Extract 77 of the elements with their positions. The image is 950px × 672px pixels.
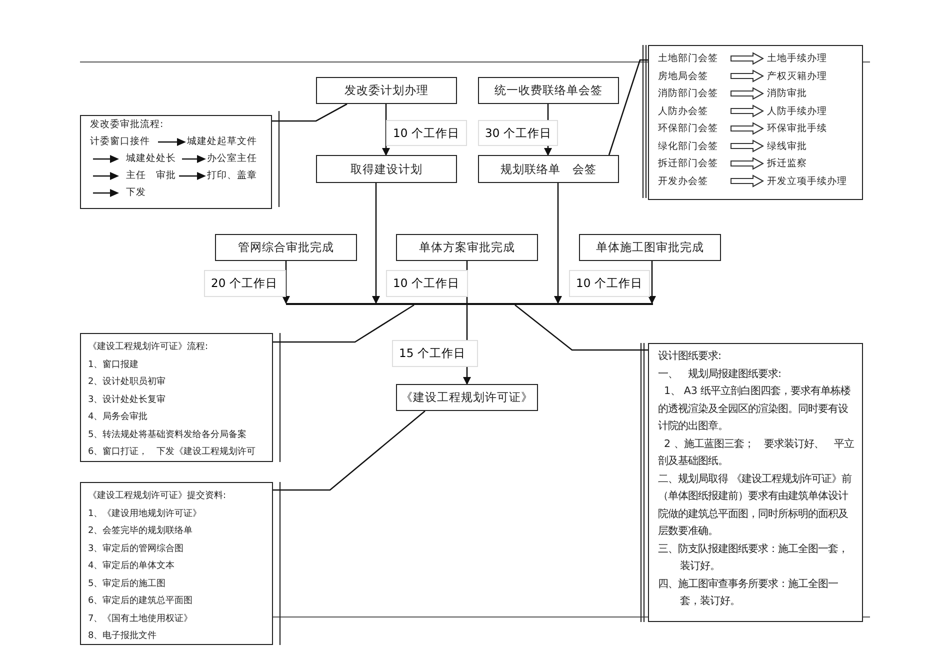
note-text: 消防部门会签 bbox=[658, 87, 718, 100]
note-text: 土地手续办理 bbox=[767, 52, 827, 65]
note-text: 主任 审批 bbox=[126, 169, 176, 182]
process-box: 统一收费联络单会签 bbox=[478, 77, 619, 104]
process-box: 规划联络单 会签 bbox=[478, 155, 619, 183]
process-box: 发改委计划办理 bbox=[316, 77, 457, 104]
note-text: 绿化部门会签 bbox=[658, 140, 718, 152]
note-text: 3、设计处处长复审 bbox=[88, 394, 167, 406]
note-text: 开发办会签 bbox=[658, 174, 708, 188]
note-text: 5、审定后的施工图 bbox=[88, 578, 167, 590]
note-text: 8、电子报批文件 bbox=[88, 630, 158, 643]
note-text: 一、 规划局报建图纸要求: bbox=[658, 366, 782, 382]
arrow bbox=[554, 183, 562, 304]
note-text: 5、转法规处将基础资料发给各分局备案 bbox=[88, 428, 248, 442]
note-text: 打印、盖章 bbox=[207, 169, 257, 182]
note-text: 6、审定后的建筑总平面图 bbox=[88, 594, 194, 608]
edge-label: 30 个工作日 bbox=[478, 120, 558, 146]
note-text: 下发 bbox=[126, 186, 146, 199]
note-text: 人防手续办理 bbox=[767, 104, 827, 118]
note-text: 1、《建设用地规划许可证》 bbox=[88, 508, 203, 520]
note-text: 土地部门会签 bbox=[658, 52, 718, 65]
note-text: 2 、施工蓝图三套； 要求装订好、 平立剖及基础图纸。 bbox=[658, 436, 854, 469]
arrow bbox=[372, 183, 380, 304]
note-text: 产权灭籍办理 bbox=[767, 70, 827, 82]
note-text: 4、局务会审批 bbox=[88, 410, 149, 424]
note-text: 环保审批手续 bbox=[767, 122, 827, 135]
leader-line bbox=[608, 59, 648, 156]
leader-line bbox=[273, 304, 414, 343]
note-text: 发改委审批流程: bbox=[90, 118, 164, 131]
process-box: 单体施工图审批完成 bbox=[579, 234, 721, 261]
note-text: 《建设工程规划许可证》流程: bbox=[88, 340, 210, 354]
note-text: 四、施工图审查事务所要求：施工全图一套，装订好。 bbox=[658, 576, 839, 609]
note-text: 人防办会签 bbox=[658, 104, 708, 118]
note-box bbox=[648, 343, 863, 622]
arrow bbox=[648, 261, 656, 304]
edge-label: 15 个工作日 bbox=[392, 340, 478, 367]
process-box: 取得建设计划 bbox=[316, 155, 457, 183]
leader-line bbox=[514, 304, 648, 351]
arrow bbox=[282, 261, 290, 304]
note-text: 2、设计处职员初审 bbox=[88, 376, 167, 389]
note-text: 设计图纸要求: bbox=[658, 349, 722, 364]
note-text: 2、会签完毕的规划联络单 bbox=[88, 524, 194, 538]
edge-label: 10 个工作日 bbox=[569, 270, 650, 297]
note-text: 办公室主任 bbox=[207, 152, 257, 165]
note-text: 环保部门会签 bbox=[658, 122, 718, 135]
note-text: 拆迁部门会签 bbox=[658, 157, 718, 170]
note-box bbox=[648, 45, 863, 200]
note-text: 7、《国有土地使用权证》 bbox=[88, 612, 194, 626]
process-box: 《建设工程规划许可证》 bbox=[396, 384, 538, 411]
edge-label: 20 个工作日 bbox=[204, 270, 286, 297]
note-text: 消防审批 bbox=[767, 87, 807, 100]
note-text: 《建设工程规划许可证》提交资料: bbox=[88, 490, 228, 503]
note-text: 城建处处长 bbox=[126, 152, 176, 165]
process-box: 单体方案审批完成 bbox=[396, 234, 538, 261]
leader-line bbox=[273, 410, 426, 491]
note-box bbox=[80, 115, 272, 209]
edge-label: 10 个工作日 bbox=[386, 270, 468, 297]
note-box bbox=[80, 333, 273, 462]
note-text: 房地局会签 bbox=[658, 70, 708, 82]
leader-line bbox=[272, 103, 348, 122]
note-text: 拆迁监察 bbox=[767, 157, 807, 170]
arrow bbox=[382, 104, 390, 156]
note-text: 三、防支队报建图纸要求：施工全图一套，装订好。 bbox=[658, 542, 849, 574]
note-text: 计委窗口接件 bbox=[90, 135, 150, 148]
note-box bbox=[80, 482, 273, 645]
note-text: 4、审定后的单体文本 bbox=[88, 560, 176, 573]
note-text: 开发立项手续办理 bbox=[767, 174, 847, 188]
note-text: 绿线审批 bbox=[767, 140, 807, 152]
note-text: 1、 A3 纸平立剖白图四套，要求有单栋楼的透视渲染及全园区的渲染图。同时要有设计院的出图章。 bbox=[658, 384, 852, 434]
note-text: 3、审定后的管网综合图 bbox=[88, 542, 185, 556]
note-text: 1、窗口报建 bbox=[88, 358, 140, 372]
bus-line bbox=[286, 303, 653, 305]
note-text: 城建处起草文件 bbox=[187, 135, 257, 148]
note-text: 二、规划局取得 《建设工程规划许可证》前（单体图纸报建前）要求有由建筑单体设计院做的建筑总平面图，同时所标明的面积及层数要准确。 bbox=[658, 472, 852, 539]
note-text: 6、窗口打证， 下发《建设工程规划许可 bbox=[88, 446, 257, 459]
edge-label: 10 个工作日 bbox=[386, 120, 467, 146]
process-box: 管网综合审批完成 bbox=[215, 234, 357, 261]
